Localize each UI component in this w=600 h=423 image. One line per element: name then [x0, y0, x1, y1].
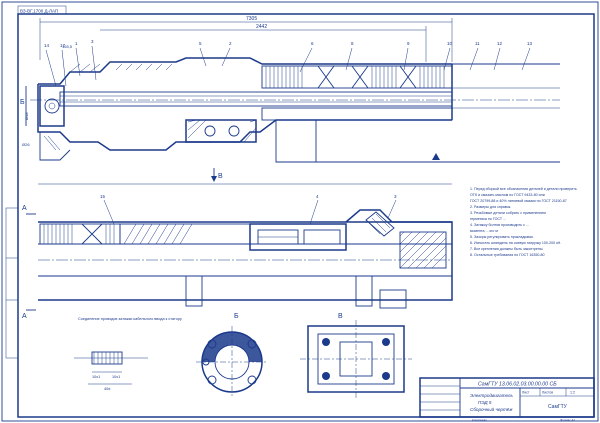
- title-bottom-right: Формат А1: [560, 418, 575, 422]
- callout-12: 12: [497, 41, 503, 46]
- note-12: 8. Остальные требования по ГОСТ 16350-80: [470, 253, 545, 257]
- title-bottom-left: Копировал: [472, 418, 487, 422]
- top-stamp: [17, 5, 67, 15]
- note-9: 5. Зазоры регулировать прокладками.: [470, 235, 534, 239]
- note-1: 1. Перед сборкой все обозначения деталей…: [470, 187, 577, 191]
- callout-lower-15: 15: [100, 194, 106, 199]
- title-name-1: Электродвигатель: [470, 393, 514, 398]
- hatch-top: [69, 63, 173, 73]
- dim-inner: 2442: [256, 24, 267, 30]
- callout-9: 9: [407, 41, 410, 46]
- callout-13: 13: [527, 41, 533, 46]
- upper-callouts: 14 17 1 3 5 2 6 8 9 10 11 12 13: [44, 39, 533, 87]
- title-sheet: Лист: [522, 391, 530, 395]
- section-b-label: Б: [234, 313, 239, 320]
- side-label-b: Б: [20, 99, 25, 106]
- section-v-view: В: [300, 313, 412, 398]
- middle-assembly: А А 1: [22, 183, 453, 320]
- callout-5: 5: [199, 41, 202, 46]
- cable-detail: Соединение проводов затяжки кабельного в…: [74, 317, 182, 391]
- upper-assembly: 7305 2442: [20, 16, 560, 182]
- technical-notes: 1. Перед сборкой все обозначения деталей…: [470, 187, 577, 257]
- note-4: 2. Размеры для справок.: [470, 205, 511, 209]
- section-a-left: А: [22, 205, 27, 212]
- callout-lower-4: 4: [316, 194, 319, 199]
- title-code: СамГТУ 13.06.02.03.00.00.00 СБ: [478, 382, 557, 388]
- title-org: СамГТУ: [548, 404, 568, 410]
- detail-dim-b: 10х1: [112, 375, 120, 379]
- title-block: СамГТУ 13.06.02.03.00.00.00 СБ Электродв…: [419, 377, 595, 422]
- top-stamp-text: ВЗ-ВГ.1700 Д-ЛАП: [20, 9, 58, 14]
- note-10: 6. Испытать шпиндель на осевую нагрузку …: [470, 241, 561, 245]
- note-7: 4. Затяжку болтов производить с ...: [470, 223, 529, 227]
- note-5: 3. Резьбовые детали собрать с применение…: [470, 211, 546, 215]
- title-sheets: Листов: [542, 391, 553, 395]
- note-8: момента ... кгс·м: [470, 229, 498, 233]
- stator-pack: [261, 65, 453, 121]
- callout-8: 8: [351, 41, 354, 46]
- detail-caption: Соединение проводов затяжки кабельного в…: [78, 317, 182, 321]
- dim-overall: 7305: [246, 16, 257, 22]
- title-scale: 1:2: [570, 391, 575, 395]
- view-arrow-v: В: [218, 173, 223, 180]
- note-2: ОТК и смазать маслом по ГОСТ 9433-80 или: [470, 193, 545, 197]
- note-3: ГОСТ 20799-88 и 40% литиевой смазки по Г…: [470, 199, 567, 203]
- detail-dim-c: 40d: [104, 387, 110, 391]
- detail-dim-a: 10х1: [92, 375, 100, 379]
- dim-d2: Ø26: [22, 142, 30, 147]
- callout-14: 14: [44, 43, 50, 48]
- callout-10: 10: [447, 41, 453, 46]
- section-v-label: В: [338, 313, 343, 320]
- left-strip: [5, 207, 19, 359]
- callout-lower-3: 3: [394, 194, 397, 199]
- callout-2: 2: [229, 41, 232, 46]
- note-11: 7. Все крепления должны быть законтрены.: [470, 247, 543, 251]
- note-6: герметика по ГОСТ ...: [470, 217, 506, 221]
- callout-3: 3: [91, 39, 94, 44]
- dim-d1: Ø48: [24, 112, 29, 120]
- section-b-view: Б: [196, 313, 268, 398]
- section-a-right: А: [22, 313, 27, 320]
- callout-6: 6: [311, 41, 314, 46]
- callout-11: 11: [475, 41, 480, 46]
- title-name-2: ПЭД 5: [478, 400, 492, 405]
- dim-d3: 165,5: [62, 44, 73, 49]
- inner-frame: [17, 13, 595, 418]
- callout-1: 1: [75, 41, 78, 46]
- title-name-3: Сборочный чертёж: [470, 406, 513, 412]
- callout-17: 17: [60, 43, 66, 48]
